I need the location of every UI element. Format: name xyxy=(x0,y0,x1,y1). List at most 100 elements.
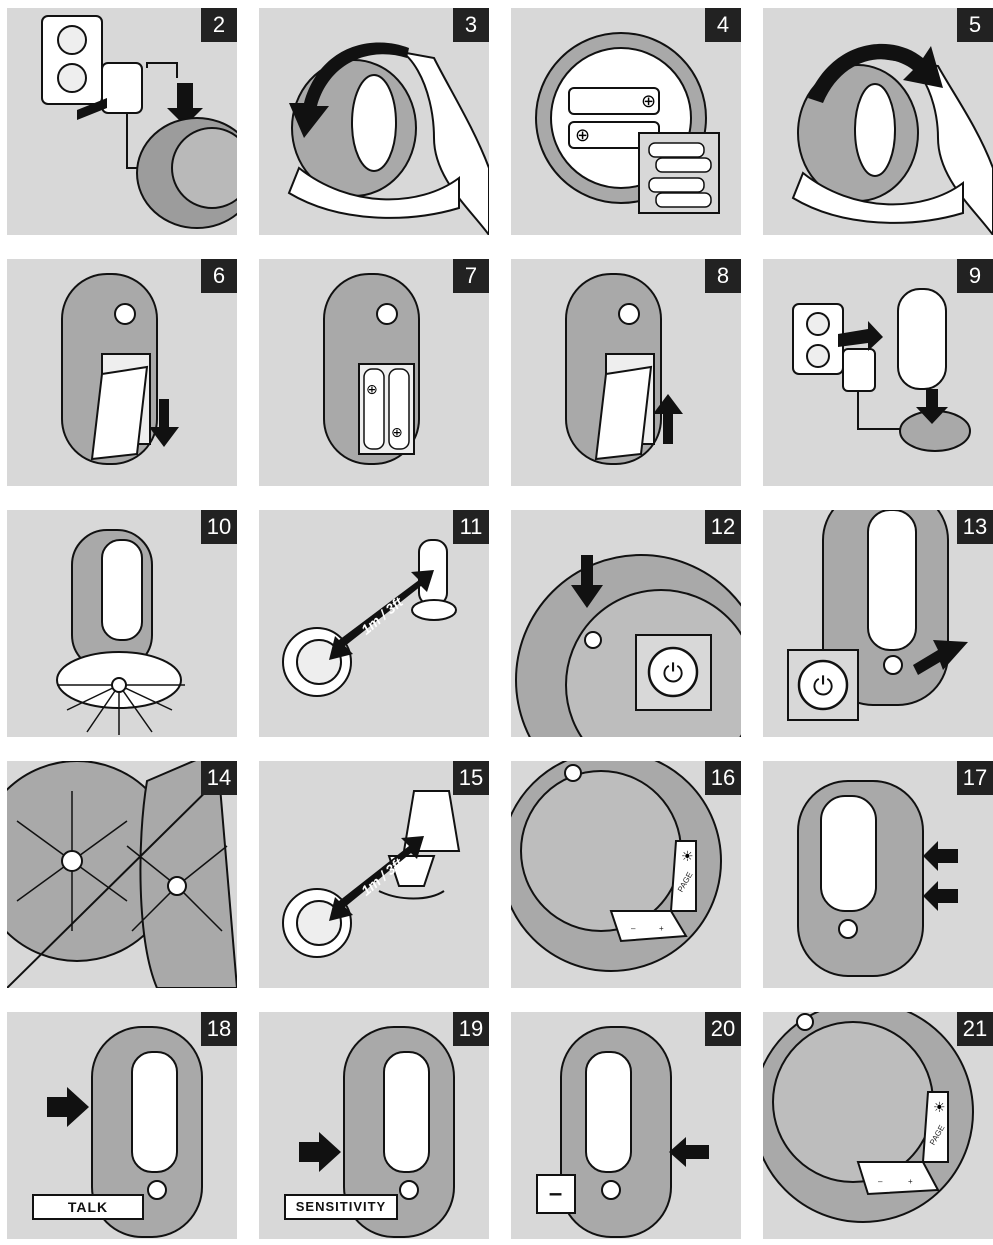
arrow-left-icon xyxy=(923,841,958,871)
talk-caption: TALK xyxy=(32,1194,144,1220)
step-panel-14: 14 xyxy=(7,761,237,988)
double-arrow-icon xyxy=(329,836,424,921)
twist-open-parent-unit-illustration xyxy=(287,42,489,235)
light-icon: ☀ xyxy=(681,849,694,865)
power-on-parent-unit-illustration: ⏻ xyxy=(515,554,741,737)
step-panel-18: TALK 18 xyxy=(7,1012,237,1239)
step-number: 14 xyxy=(201,761,237,795)
volume-down-baby-unit-illustration xyxy=(560,1026,709,1238)
arrow-up-icon xyxy=(653,394,683,444)
volume-down-button-label: – xyxy=(878,1177,883,1186)
svg-text:⊕: ⊕ xyxy=(575,125,590,146)
arrow-down-icon xyxy=(149,399,179,447)
step-panel-11: 1m / 3ft 11 xyxy=(259,510,489,737)
step-number: 19 xyxy=(453,1012,489,1046)
power-button-icon xyxy=(797,659,849,711)
step-panel-6: 6 xyxy=(7,259,237,486)
arrow-down-icon xyxy=(571,555,603,608)
step-panel-3: 3 xyxy=(259,8,489,235)
arrow-left-icon xyxy=(923,881,958,911)
close-battery-cover-baby-unit-illustration xyxy=(565,273,683,465)
arrow-left-icon xyxy=(669,1137,709,1167)
step-number: 4 xyxy=(705,8,741,42)
step-number: 13 xyxy=(957,510,993,544)
power-on-baby-unit-illustration: ⏻ xyxy=(787,510,968,721)
insert-batteries-baby-unit-illustration: ⊕ ⊕ xyxy=(323,273,420,465)
distance-from-cot-illustration: 1m / 3ft xyxy=(282,790,461,958)
step-panel-9: 9 xyxy=(763,259,993,486)
step-panel-8: 8 xyxy=(511,259,741,486)
step-number: 11 xyxy=(453,510,489,544)
step-panel-17: 17 xyxy=(763,761,993,988)
step-panel-12: ⏻ 12 xyxy=(511,510,741,737)
step-number: 18 xyxy=(201,1012,237,1046)
step-number: 5 xyxy=(957,8,993,42)
step-number: 9 xyxy=(957,259,993,293)
step-number: 17 xyxy=(957,761,993,795)
step-number: 6 xyxy=(201,259,237,293)
light-icon: ☀ xyxy=(933,1100,946,1116)
svg-text:⊕: ⊕ xyxy=(641,91,656,112)
parent-unit-volume-illustration: – + PAGE ☀ xyxy=(763,1012,974,1223)
rotate-arrow-icon xyxy=(808,43,943,103)
step-number: 7 xyxy=(453,259,489,293)
light-burst-icon xyxy=(57,684,185,735)
arrow-down-icon xyxy=(167,83,203,126)
sensitivity-caption: SENSITIVITY xyxy=(284,1194,398,1220)
step-number: 12 xyxy=(705,510,741,544)
step-number: 15 xyxy=(453,761,489,795)
step-number: 3 xyxy=(453,8,489,42)
charge-baby-unit-illustration xyxy=(792,288,971,452)
step-panel-2: 2 xyxy=(7,8,237,235)
volume-up-button-label: + xyxy=(659,924,664,933)
step-panel-4: ⊕ ⊕ 4 xyxy=(511,8,741,235)
step-number: 20 xyxy=(705,1012,741,1046)
arrow-right-icon xyxy=(299,1132,341,1172)
power-button-icon xyxy=(647,646,699,698)
svg-text:⊕: ⊕ xyxy=(366,382,378,398)
arrow-left-icon xyxy=(838,321,883,351)
link-lights-illustration xyxy=(7,761,237,988)
svg-text:⊕: ⊕ xyxy=(391,425,403,441)
minus-caption: – xyxy=(536,1174,576,1214)
rotate-arrow-icon xyxy=(289,42,409,138)
sensitivity-button-illustration xyxy=(299,1026,455,1238)
step-panel-15: 1m / 3ft 15 xyxy=(259,761,489,988)
charging-light-illustration xyxy=(56,529,185,735)
cradle-icon xyxy=(387,855,436,887)
arrow-right-icon xyxy=(47,1087,89,1127)
light-burst-icon xyxy=(16,791,228,932)
step-number: 10 xyxy=(201,510,237,544)
step-panel-5: 5 xyxy=(763,8,993,235)
step-panel-7: ⊕ ⊕ 7 xyxy=(259,259,489,486)
baby-unit-volume-illustration xyxy=(797,780,958,977)
talk-button-illustration xyxy=(47,1026,203,1238)
step-panel-21: – + PAGE ☀ 21 xyxy=(763,1012,993,1239)
step-number: 21 xyxy=(957,1012,993,1046)
arrow-down-icon xyxy=(916,389,948,424)
step-panel-16: – + PAGE ☀ 16 xyxy=(511,761,741,988)
step-panel-10: 10 xyxy=(7,510,237,737)
lamp-icon xyxy=(402,790,461,852)
step-number: 16 xyxy=(705,761,741,795)
distance-illustration: 1m / 3ft xyxy=(282,539,457,697)
insert-batteries-parent-unit-illustration: ⊕ ⊕ xyxy=(535,32,720,214)
arrow-left-icon xyxy=(913,640,968,675)
open-battery-cover-baby-unit-illustration xyxy=(61,273,179,465)
parent-unit-volume-illustration: – + PAGE ☀ xyxy=(511,761,722,972)
distance-label: 1m / 3ft xyxy=(358,593,407,638)
svg-text:⏻: ⏻ xyxy=(813,672,834,702)
step-number: 8 xyxy=(705,259,741,293)
step-number: 2 xyxy=(201,8,237,42)
volume-up-button-label: + xyxy=(908,1177,913,1186)
twist-close-parent-unit-illustration xyxy=(791,43,993,235)
volume-down-button-label: – xyxy=(631,924,636,933)
arrow-left-icon xyxy=(77,98,107,120)
hand-icon xyxy=(378,45,489,235)
step-panel-20: – 20 xyxy=(511,1012,741,1239)
step-panel-13: ⏻ 13 xyxy=(763,510,993,737)
svg-text:⏻: ⏻ xyxy=(663,659,684,689)
double-arrow-icon xyxy=(329,570,434,660)
plug-in-base-unit-illustration xyxy=(41,15,237,229)
step-panel-19: SENSITIVITY 19 xyxy=(259,1012,489,1239)
